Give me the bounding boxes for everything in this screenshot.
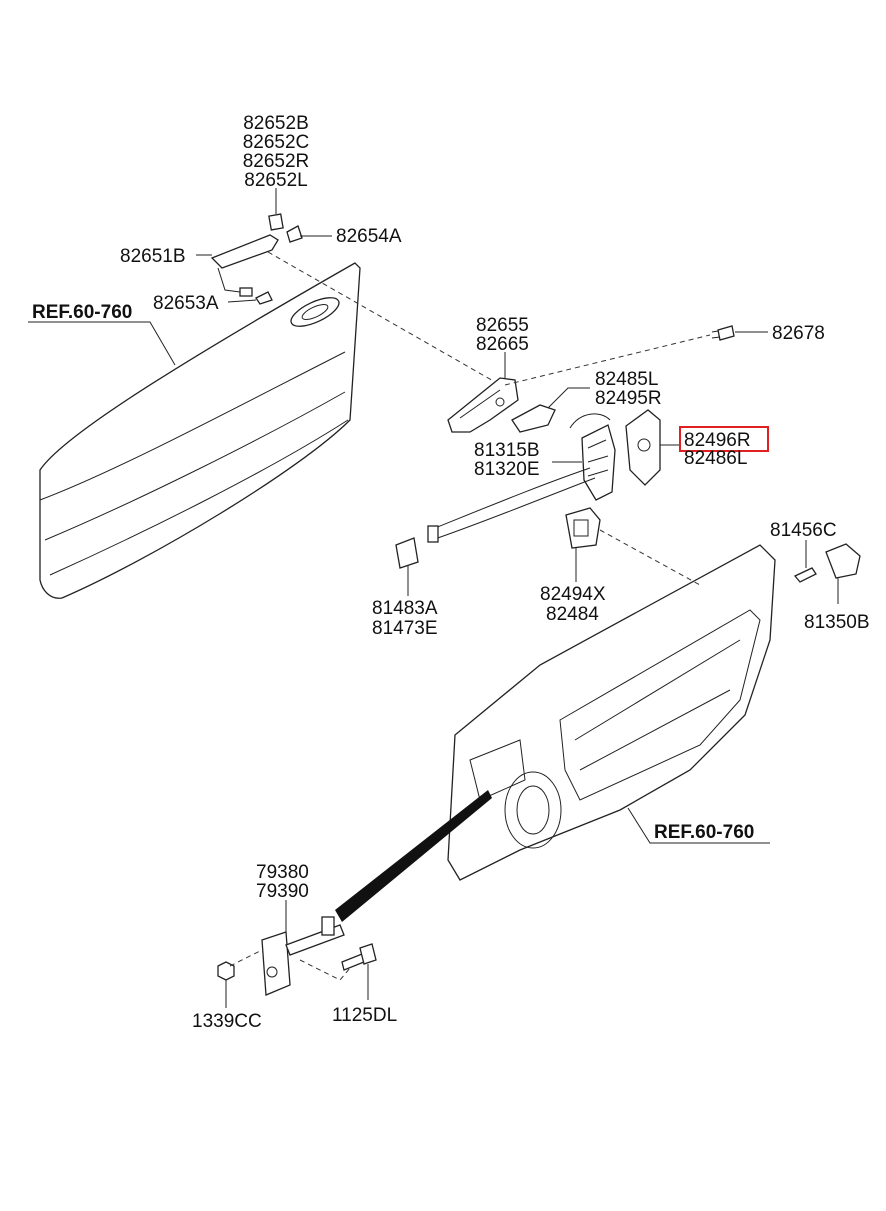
latch-cover xyxy=(625,409,661,486)
label-79380: 79380 xyxy=(256,862,309,883)
label-82486L: 82486L xyxy=(684,448,747,469)
leader-lines xyxy=(28,188,839,1008)
part-82494X xyxy=(565,507,601,549)
bolt-1125DL xyxy=(341,943,377,971)
label-82665: 82665 xyxy=(476,334,529,355)
label-82484: 82484 xyxy=(546,604,599,625)
label-81315B: 81315B xyxy=(474,440,540,461)
door-checker xyxy=(261,916,345,996)
label-81456C: 81456C xyxy=(770,520,837,541)
label-1339CC: 1339CC xyxy=(192,1011,262,1032)
striker-assembly xyxy=(793,543,861,583)
pointer-wedge xyxy=(335,790,492,922)
dashed-lines xyxy=(229,251,711,981)
label-82655: 82655 xyxy=(476,315,529,336)
label-82494X: 82494X xyxy=(540,584,606,605)
door-outer-panel xyxy=(39,262,361,599)
label-82485L: 82485L xyxy=(595,369,658,390)
label-82496R: 82496R xyxy=(684,430,751,451)
label-81320E: 81320E xyxy=(474,459,540,480)
label-1125DL: 1125DL xyxy=(332,1005,397,1026)
label-81473E: 81473E xyxy=(372,618,438,639)
label-81350B: 81350B xyxy=(804,612,870,633)
door-latch xyxy=(569,413,616,501)
nut-1339CC xyxy=(217,961,235,981)
bolt-82678 xyxy=(711,325,735,341)
label-82652B: 82652B xyxy=(243,113,309,134)
label-ref-bottom: REF.60-760 xyxy=(654,822,754,843)
part-labels: 82652B 82652C 82652R 82652L 82654A 82651… xyxy=(32,113,870,1032)
door-inner-frame xyxy=(447,544,776,881)
label-82495R: 82495R xyxy=(595,388,662,409)
label-79390: 79390 xyxy=(256,881,309,902)
label-82652L: 82652L xyxy=(244,170,307,191)
handle-bracket xyxy=(447,377,519,433)
cable-rods xyxy=(427,467,596,543)
part-81483A xyxy=(395,537,419,569)
label-82653A: 82653A xyxy=(153,293,219,314)
label-82651B: 82651B xyxy=(120,246,186,267)
highlight-box xyxy=(679,426,769,452)
label-82652C: 82652C xyxy=(243,132,310,153)
label-ref-top: REF.60-760 xyxy=(32,302,132,323)
label-82652R: 82652R xyxy=(243,151,310,172)
label-82654A: 82654A xyxy=(336,226,402,247)
outside-handle-assembly xyxy=(210,213,303,305)
label-81483A: 81483A xyxy=(372,598,438,619)
label-82678: 82678 xyxy=(772,323,825,344)
lock-rod xyxy=(511,404,556,433)
